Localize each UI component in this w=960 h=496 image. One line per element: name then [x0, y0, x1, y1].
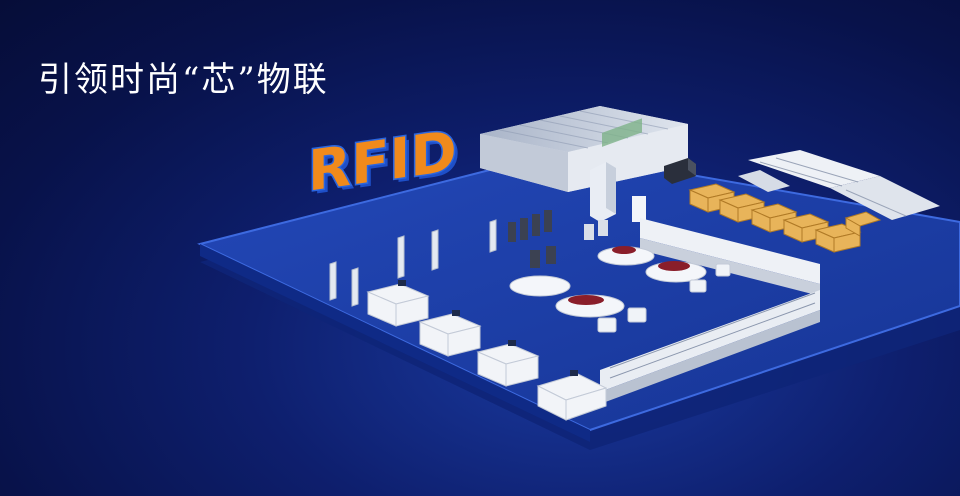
truck [664, 158, 696, 184]
pallet-boxes [688, 183, 882, 253]
kiosk-tower [590, 162, 646, 222]
display-tables [509, 246, 731, 333]
checkout-counters [366, 280, 608, 421]
sorting-conveyor [738, 150, 940, 220]
security-gates [329, 219, 497, 307]
headline: 引领时尚“芯”物联 [38, 60, 329, 100]
clothing-racks [508, 210, 608, 268]
